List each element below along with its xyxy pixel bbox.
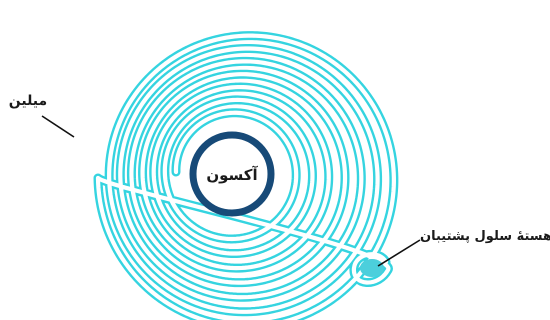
myelin-leader-line	[42, 116, 74, 137]
nucleus-leader-line	[378, 240, 420, 266]
nucleus-label: هستهٔ سلول پشتیبان	[420, 229, 550, 244]
myelin-label: میلین	[9, 93, 47, 109]
axon-label: آکسون	[206, 166, 258, 184]
support-cell-nucleus	[360, 259, 384, 277]
